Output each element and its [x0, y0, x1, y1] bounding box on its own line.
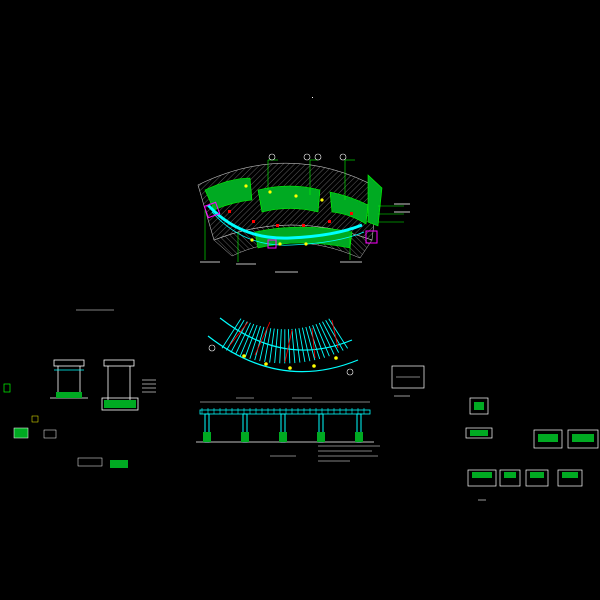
elevation-notes — [270, 445, 380, 462]
roof-dimension-leaders — [229, 319, 339, 363]
roof-markers — [242, 354, 338, 370]
footing-detail-2 — [465, 427, 493, 439]
curved-pergola-plan — [197, 153, 410, 273]
small-detail-4 — [31, 415, 39, 423]
planting-area-mid — [257, 185, 321, 213]
small-detail-2 — [13, 427, 29, 439]
frame-section-2 — [101, 359, 139, 411]
radial-beam — [298, 328, 306, 363]
small-detail-5 — [77, 457, 103, 467]
legend-box — [391, 365, 425, 397]
radial-beam — [259, 327, 268, 362]
radial-beam — [235, 322, 251, 355]
radial-beams — [221, 318, 348, 364]
planting-area-right-edge — [367, 174, 383, 227]
footing-detail-7 — [525, 469, 549, 487]
plan-callout-circles — [268, 153, 347, 161]
plan-text-strokes — [200, 203, 410, 273]
walkway-edge — [211, 211, 365, 246]
radial-beam — [312, 325, 325, 358]
radial-beam — [274, 328, 279, 364]
planting-area-left — [204, 177, 253, 211]
elevation-green-bases — [203, 432, 363, 442]
frame-2-footing — [104, 400, 136, 408]
radial-beam — [264, 328, 272, 362]
small-detail-6 — [110, 460, 128, 468]
radial-beam — [244, 324, 258, 358]
footing-detail-5 — [467, 469, 497, 487]
frame-2-annotation — [142, 379, 156, 393]
small-detail-1 — [3, 383, 11, 393]
roof-outer-arc — [207, 335, 359, 373]
radial-beam — [318, 322, 335, 355]
pergola-elevation — [196, 397, 380, 462]
radial-beam — [249, 325, 261, 360]
column-details — [3, 309, 156, 468]
radial-beam — [305, 326, 316, 361]
footing-detail-3 — [533, 429, 563, 449]
curved-pergola-roof-plan — [207, 317, 359, 376]
footing-detail-6 — [499, 469, 521, 487]
small-detail-3 — [43, 429, 57, 439]
radial-beam — [301, 327, 311, 362]
radial-beam — [315, 323, 330, 357]
radial-beam — [221, 318, 242, 349]
radial-beam — [254, 326, 265, 361]
radial-beam — [226, 319, 245, 351]
footing-detail-1 — [469, 397, 489, 415]
radial-beam — [294, 328, 301, 363]
footing-detail-4 — [567, 429, 599, 449]
north-tick — [312, 97, 313, 98]
radial-beam — [279, 329, 282, 364]
column-markers — [228, 210, 353, 227]
radial-beam — [322, 321, 340, 353]
foundation-details — [465, 397, 599, 501]
elevation-dimension-ticks — [200, 397, 370, 403]
light-markers — [244, 184, 324, 246]
radial-beam — [239, 323, 255, 357]
radial-beam — [308, 325, 321, 360]
roof-inner-arc — [219, 317, 353, 351]
radial-beam — [325, 320, 344, 351]
radial-beam — [287, 329, 291, 364]
planting-area-right — [329, 191, 369, 225]
frame-1-footing — [56, 392, 82, 398]
roof-callouts — [208, 344, 354, 376]
elevation-rafters — [201, 408, 365, 414]
walkway-curve — [206, 203, 363, 240]
footing-detail-8 — [557, 469, 583, 487]
pavilion-boxes — [203, 201, 378, 249]
radial-beam — [328, 318, 348, 349]
radial-beam — [291, 328, 296, 364]
